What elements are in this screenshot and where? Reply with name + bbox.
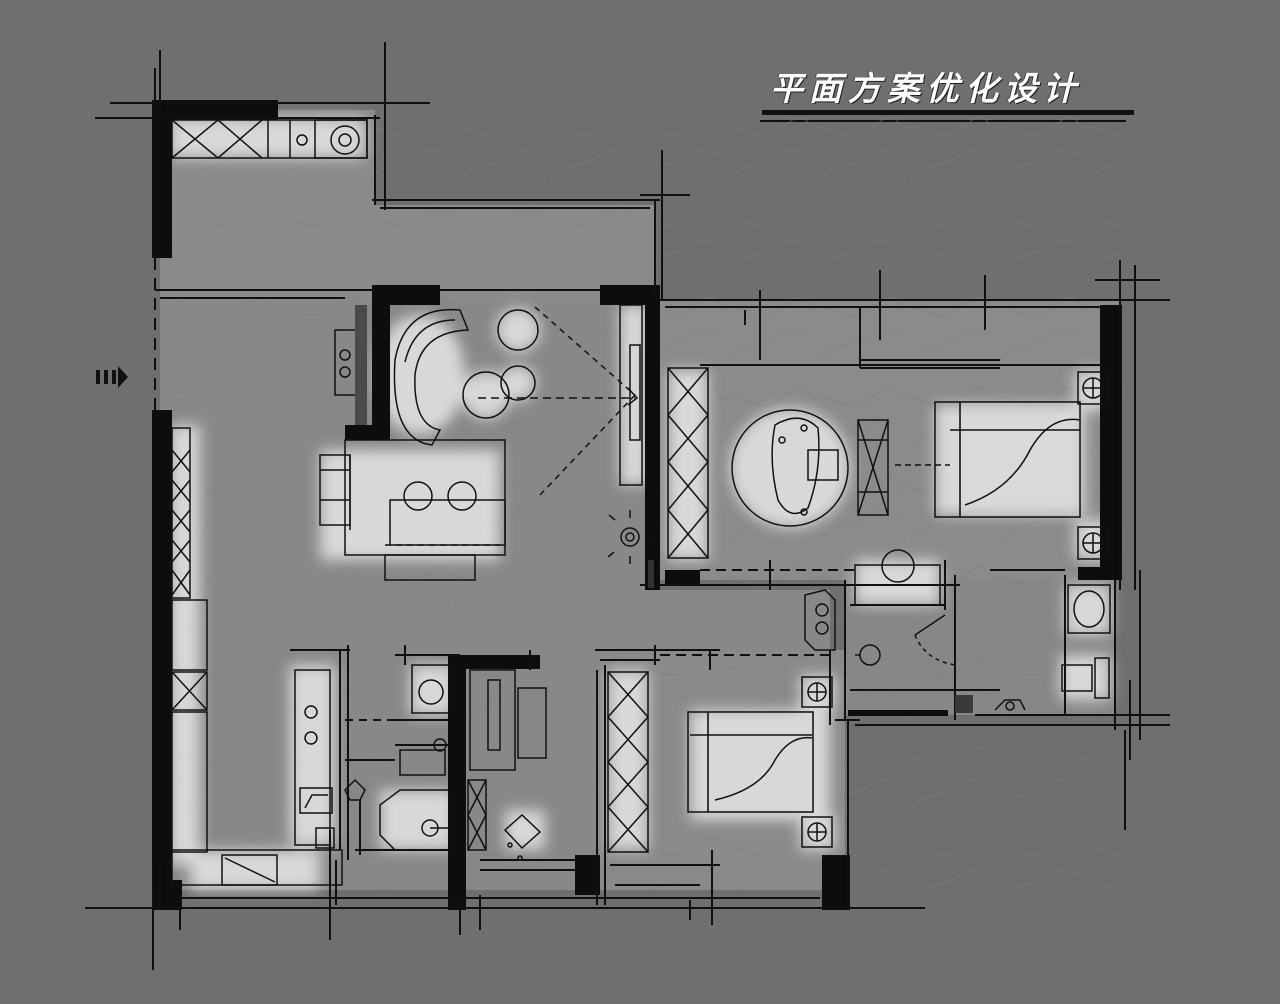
lower-service-area	[315, 664, 547, 861]
left-storage-wall	[171, 427, 343, 886]
triple-arrow-right-icon	[96, 366, 128, 388]
walls	[152, 100, 1122, 910]
page-title: 平面方案优化设计	[770, 69, 1082, 108]
kitchen-cabinet-top	[171, 119, 368, 159]
second-bedroom	[607, 671, 833, 853]
living-room	[319, 304, 656, 588]
construction-lines	[85, 42, 1170, 970]
master-bedroom	[667, 367, 1109, 560]
ensuite-bathroom	[804, 549, 1111, 713]
